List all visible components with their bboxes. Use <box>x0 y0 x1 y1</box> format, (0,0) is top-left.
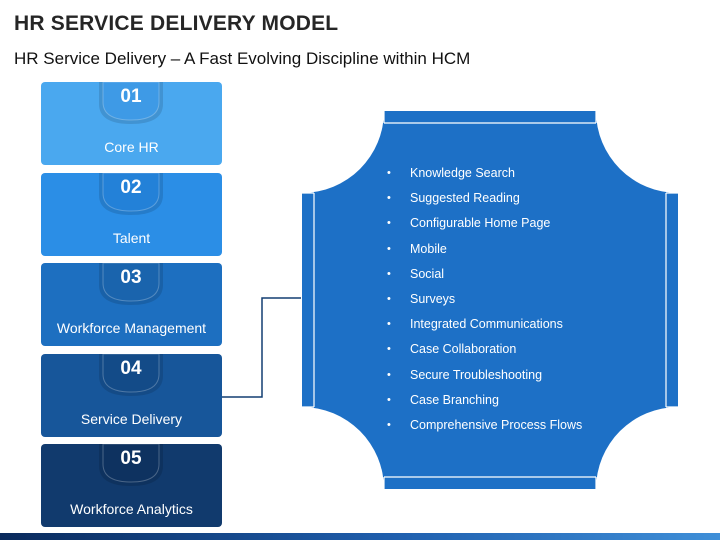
list-item-label: Integrated Communications <box>410 317 563 332</box>
bullet-icon: • <box>387 192 391 205</box>
bullet-icon: • <box>387 318 391 331</box>
step-card-workforce-management: 03 Workforce Management <box>41 262 222 346</box>
bullet-icon: • <box>387 267 391 280</box>
step-badge: 01 <box>93 74 169 130</box>
list-item: • Surveys <box>386 292 582 317</box>
step-number: 04 <box>120 358 142 379</box>
bullet-icon: • <box>387 217 391 230</box>
list-item-label: Case Collaboration <box>410 342 517 357</box>
list-item-label: Surveys <box>410 291 456 306</box>
feature-list: • Knowledge Search • Suggested Reading • Co… <box>386 166 582 443</box>
step-badge: 05 <box>93 436 169 492</box>
step-number: 05 <box>120 448 142 469</box>
detail-panel <box>302 111 678 489</box>
list-item: • Secure Troubleshooting <box>386 368 582 393</box>
bullet-icon: • <box>387 167 391 179</box>
list-item: • Configurable Home Page <box>386 216 582 241</box>
list-item-label: Configurable Home Page <box>410 216 551 231</box>
step-number: 03 <box>120 267 142 288</box>
step-card-talent: 02 Talent <box>41 172 222 256</box>
step-badge: 02 <box>93 165 169 221</box>
list-item: • Integrated Communications <box>386 317 582 342</box>
step-label: Workforce Analytics <box>70 501 193 517</box>
list-item-label: Mobile <box>410 241 447 256</box>
step-badge: 04 <box>93 346 169 402</box>
page-title: HR SERVICE DELIVERY MODEL <box>14 12 339 35</box>
bottom-accent-bar <box>0 533 720 540</box>
step-number: 01 <box>120 86 142 107</box>
step-label: Workforce Management <box>56 320 207 336</box>
list-item: • Social <box>386 267 582 292</box>
list-item: • Comprehensive Process Flows <box>386 418 582 443</box>
list-item: • Case Collaboration <box>386 342 582 367</box>
bullet-icon: • <box>387 393 391 406</box>
list-item-label: Suggested Reading <box>410 191 520 206</box>
step-card-service-delivery: 04 Service Delivery <box>41 353 222 437</box>
bullet-icon: • <box>387 292 391 305</box>
list-item-label: Social <box>410 266 445 281</box>
step-badge: 03 <box>93 255 169 311</box>
list-item: • Mobile <box>386 242 582 267</box>
step-card-workforce-analytics: 05 Workforce Analytics <box>41 443 222 527</box>
list-item: • Knowledge Search <box>386 166 582 191</box>
list-item-label: Comprehensive Process Flows <box>410 417 583 432</box>
list-item-label: Secure Troubleshooting <box>410 367 543 382</box>
step-label: Core HR <box>104 139 159 155</box>
step-number: 02 <box>120 177 142 198</box>
step-label: Talent <box>112 230 151 246</box>
bullet-icon: • <box>387 242 391 255</box>
page-subtitle: HR Service Delivery – A Fast Evolving Di… <box>14 49 471 68</box>
list-item-label: Knowledge Search <box>410 166 515 180</box>
bullet-icon: • <box>387 418 391 431</box>
list-item-label: Case Branching <box>410 392 499 407</box>
list-item: • Case Branching <box>386 393 582 418</box>
bullet-icon: • <box>387 343 391 356</box>
step-card-core-hr: 01 Core HR <box>41 81 222 165</box>
bullet-icon: • <box>387 368 391 381</box>
step-label: Service Delivery <box>80 411 183 427</box>
list-item: • Suggested Reading <box>386 191 582 216</box>
